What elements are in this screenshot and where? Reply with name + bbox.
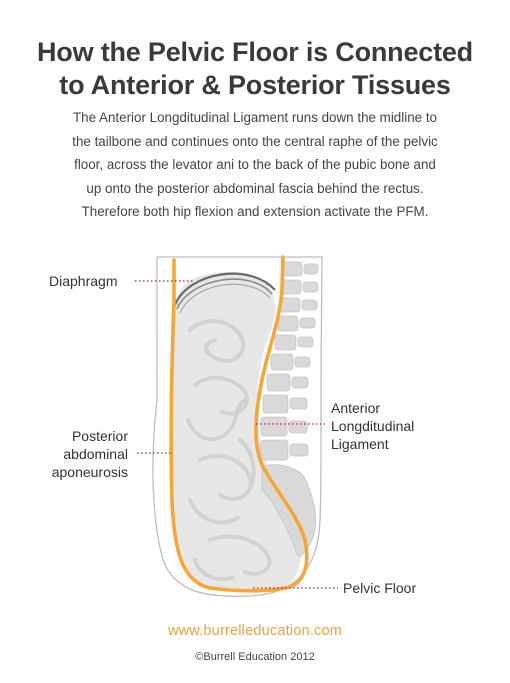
diaphragm-arc bbox=[176, 278, 273, 310]
copyright-text: ©Burrell Education 2012 bbox=[195, 651, 315, 663]
posterior-label-line: aponeurosis bbox=[51, 464, 128, 480]
fascia-line bbox=[169, 255, 309, 593]
description-line: the tailbone and continues onto the cent… bbox=[72, 133, 438, 149]
intestine-texture bbox=[186, 318, 272, 581]
description-line: floor, across the levator ani to the bac… bbox=[74, 157, 436, 172]
posterior-aponeurosis-label: Posterior abdominal aponeurosis bbox=[52, 427, 128, 481]
posterior-label-line: Posterior bbox=[71, 428, 128, 444]
viscera bbox=[171, 272, 303, 591]
diaphragm-arc bbox=[173, 272, 276, 306]
diaphragm-label: Diaphragm bbox=[49, 273, 118, 289]
page-title: How the Pelvic Floor is Connected to Ant… bbox=[0, 36, 510, 102]
description-line: up onto the posterior abdominal fascia b… bbox=[86, 180, 424, 196]
anterior-label-line: Longditudinal bbox=[331, 418, 415, 434]
anterior-label-line: Ligament bbox=[331, 436, 389, 452]
diaphragm-arc bbox=[179, 283, 271, 314]
description: The Anterior Longditudinal Ligament runs… bbox=[0, 106, 510, 224]
posterior-label-line: abdominal bbox=[63, 446, 128, 462]
title-line-2: to Anterior & Posterior Tissues bbox=[59, 70, 451, 100]
title-line-1: How the Pelvic Floor is Connected bbox=[37, 37, 473, 67]
anterior-ligament-label: Anterior Longditudinal Ligament bbox=[331, 399, 414, 453]
description-line: Therefore both hip flexion and extension… bbox=[81, 204, 429, 219]
description-line: The Anterior Longditudinal Ligament runs… bbox=[72, 110, 437, 125]
pelvic-floor-label: Pelvic Floor bbox=[343, 580, 417, 596]
anterior-label-line: Anterior bbox=[331, 400, 381, 416]
website-link[interactable]: www.burrelleducation.com bbox=[167, 623, 343, 639]
